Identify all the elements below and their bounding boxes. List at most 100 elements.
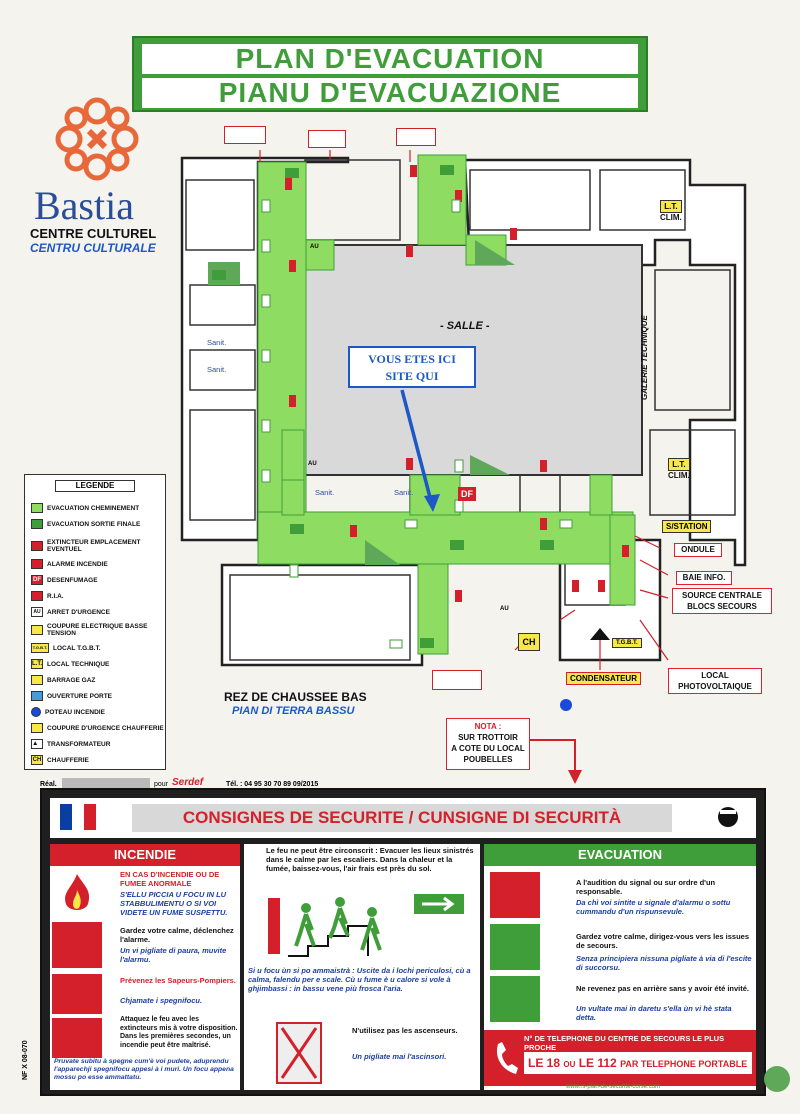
- title-line-1: PLAN D'EVACUATION: [142, 44, 638, 74]
- phone-portable: PAR TELEPHONE PORTABLE: [620, 1059, 748, 1069]
- phone-ou: OU: [563, 1060, 576, 1069]
- callout-source: SOURCE CENTRALE BLOCS SECOURS: [672, 588, 772, 614]
- au-marker-3: AU: [500, 606, 509, 612]
- credits-logo: [62, 778, 150, 790]
- logo-line-2: CENTRU CULTURALE: [30, 241, 156, 255]
- incendie-column: INCENDIE EN CAS D'INCENDIE OU DE FUMEE A…: [50, 844, 240, 1090]
- nota-box: NOTA : SUR TROTTOIR A COTE DU LOCAL POUB…: [446, 718, 530, 770]
- callout-ondule: ONDULE: [674, 543, 722, 557]
- logo-line-1: CENTRE CULTUREL: [30, 226, 157, 241]
- callout-local-line-1: LOCAL: [701, 671, 729, 680]
- consignes-title: CONSIGNES DE SECURITE / CUNSIGNE DI SECU…: [132, 804, 672, 832]
- evac-1-fr: A l'audition du signal ou sur ordre d'un…: [576, 878, 716, 896]
- legend-item: EVACUATION CHEMINEMENT: [31, 503, 165, 513]
- sanit-label-1: Sanit.: [207, 338, 227, 347]
- evac-2-co: Senza principiera nissuna pigliate à via…: [576, 954, 752, 972]
- logo-name: Bastia: [34, 183, 134, 228]
- fire-4-fr: Attaquez le feu avec les extincteurs mis…: [120, 1016, 238, 1049]
- legend-item: COUPURE ELECTRIQUE BASSE TENSION: [31, 623, 165, 637]
- legend-item: OUVERTURE PORTE: [31, 691, 165, 701]
- fire-3-co: Chjamate i spegnifocu.: [120, 996, 203, 1005]
- nota-line-1: SUR TROTTOIR: [458, 733, 518, 742]
- lt-clim-bottom: L.T. CLIM.: [668, 458, 690, 480]
- phone-pompiers-icon: [52, 974, 102, 1014]
- you-are-here-line-1: VOUS ETES ICI: [368, 352, 456, 366]
- desenfumage-marker: DF: [458, 487, 476, 501]
- legend-item: POTEAU INCENDIE: [31, 707, 165, 717]
- alarm-icon: [52, 922, 102, 968]
- fire-icon: [52, 870, 102, 916]
- legend-item: ▲TRANSFORMATEUR: [31, 739, 111, 749]
- evacuation-column: EVACUATION A l'audition du signal ou sur…: [484, 844, 756, 1090]
- phone-head: N° DE TELEPHONE DU CENTRE DE SECOURS LE …: [524, 1034, 725, 1052]
- evacuation-head: EVACUATION: [484, 844, 756, 866]
- fire-3-fr: Prévenez les Sapeurs-Pompiers.: [120, 976, 236, 985]
- symbol-box-extincteur: [224, 126, 266, 144]
- chaufferie-marker: CH: [518, 633, 540, 651]
- level-co: PIAN DI TERRA BASSU: [232, 705, 355, 717]
- lt-clim-bottom-code: L.T.: [668, 458, 690, 471]
- mid-1-fr: Le feu ne peut être circonscrit : Evacue…: [266, 846, 474, 873]
- legend-item: T.G.B.T.LOCAL T.G.B.T.: [31, 643, 101, 653]
- nota-title: NOTA :: [474, 722, 502, 731]
- phone-112: LE 112: [578, 1056, 617, 1070]
- you-are-here-line-2: SITE QUI: [385, 369, 439, 383]
- salle-label: - SALLE -: [440, 320, 490, 332]
- legend-item: R.I.A.: [31, 591, 165, 601]
- no-return-icon: [490, 976, 540, 1022]
- phone-numbers: LE 18 OU LE 112 PAR TELEPHONE PORTABLE: [524, 1052, 752, 1074]
- sanit-label-3: Sanit.: [315, 488, 335, 497]
- fire-1-co: S'ELLU PICCIA U FOCU IN LU STABBULIMENTU…: [120, 890, 228, 917]
- flag-france-icon: [60, 804, 96, 830]
- fire-4-co: Pruvate subitu à spegne cum'è voi pudete…: [54, 1058, 234, 1081]
- legend-item: ALARME INCENDIE: [31, 559, 165, 569]
- evac-3-fr: Ne revenez pas en arrière sans y avoir é…: [576, 984, 750, 993]
- legend-item: BARRAGE GAZ: [31, 675, 165, 685]
- callout-source-line-1: SOURCE CENTRALE: [681, 591, 762, 600]
- legend-title: LEGENDE: [55, 480, 135, 492]
- evac-3-co: Un vultate mai in daretu s'ella ùn vi hè…: [576, 1004, 732, 1022]
- exit-arrow-icon: [414, 894, 464, 914]
- no-elevator-icon: [276, 1022, 322, 1084]
- credits-real: Réal.: [40, 781, 57, 788]
- stairs-evacuation-icon: [268, 890, 408, 962]
- lt-clim-top: L.T. CLIM.: [660, 200, 682, 222]
- nota-line-3: POUBELLES: [463, 755, 513, 764]
- incendie-head: INCENDIE: [50, 844, 240, 866]
- phone-icon: [492, 1038, 522, 1078]
- au-marker-1: AU: [310, 244, 319, 250]
- legend-item: L.T.LOCAL TECHNIQUE: [31, 659, 110, 669]
- website: www.rs-plan-de-securite-corse.com: [566, 1084, 661, 1090]
- siren-icon: [490, 872, 540, 918]
- callout-source-line-2: BLOCS SECOURS: [687, 602, 757, 611]
- callout-local: LOCAL PHOTOVOLTAIQUE: [668, 668, 762, 694]
- nota-line-2: A COTE DU LOCAL: [451, 744, 525, 753]
- mid-2-co: Un pigliate mai l'ascinsori.: [352, 1052, 447, 1061]
- fire-2-co: Un vi pigliate di paura, muvite l'alarmu…: [120, 946, 227, 964]
- fire-1-fr: EN CAS D'INCENDIE OU DE FUMEE ANORMALE: [120, 870, 220, 888]
- legend-item: EVACUATION SORTIE FINALE: [31, 519, 165, 529]
- evac-1-co: Da chì voi sintite u signale d'alarmu o …: [576, 898, 731, 916]
- credits-tel: Tél. : 04 95 30 70 89 09/2015: [226, 781, 319, 788]
- sanit-label-4: Sanit.: [394, 488, 414, 497]
- phone-panel: N° DE TELEPHONE DU CENTRE DE SECOURS LE …: [484, 1030, 756, 1086]
- credits-pour: pour: [154, 781, 169, 788]
- callout-sstation: S/STATION: [662, 520, 712, 533]
- consignes-panel: CONSIGNES DE SECURITE / CUNSIGNE DI SECU…: [40, 788, 766, 1096]
- legend-item: EXTINCTEUR EMPLACEMENT EVENTUEL: [31, 539, 165, 553]
- tgbt-marker: T.G.B.T.: [612, 638, 642, 648]
- symbol-box-bottom: [432, 670, 482, 690]
- bastia-logo-icon: [54, 96, 140, 182]
- fire-2-fr: Gardez votre calme, déclenchez l'alarme.: [120, 926, 234, 944]
- rs-logo-icon: [764, 1066, 790, 1092]
- mid-2-fr: N'utilisez pas les ascenseurs.: [352, 1026, 458, 1035]
- middle-column: Le feu ne peut être circonscrit : Evacue…: [244, 844, 480, 1090]
- norm-label: NF X 08-070: [22, 1040, 29, 1080]
- symbol-box-alarm: [308, 130, 346, 148]
- extinguisher-icon: [52, 1018, 102, 1058]
- callout-baie: BAIE INFO.: [676, 571, 732, 585]
- title-banner: PLAN D'EVACUATION PIANU D'EVACUAZIONE: [132, 36, 648, 112]
